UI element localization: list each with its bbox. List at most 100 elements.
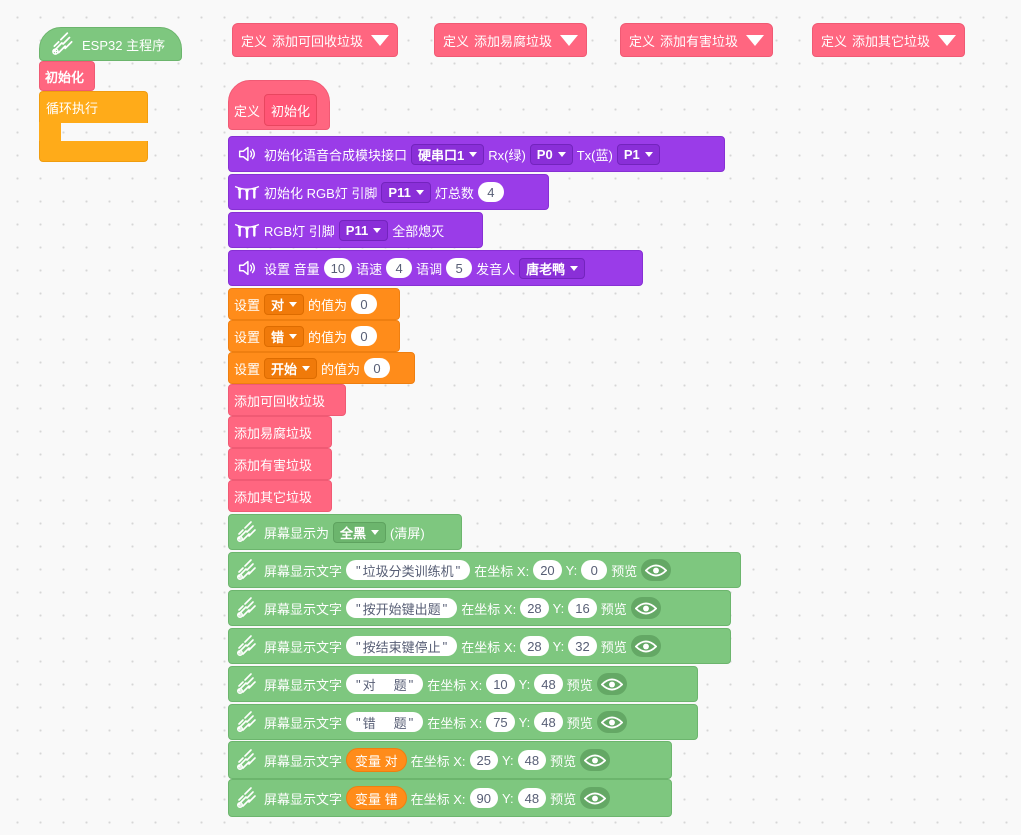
init-define-row[interactable]: 定义 初始化 [229, 92, 329, 128]
init-call-block[interactable]: 初始化 [39, 61, 95, 91]
dropdown-triangle-icon[interactable] [938, 34, 957, 46]
screen-fill-block[interactable]: 屏幕显示为 全黑 (清屏) [228, 514, 462, 550]
var-dropdown[interactable]: 对 [264, 293, 305, 315]
value-input[interactable]: 0 [364, 358, 391, 378]
pin-dropdown[interactable]: P11 [381, 181, 431, 203]
preview-label: 预览 [600, 601, 627, 617]
y-input[interactable]: 48 [517, 788, 547, 808]
y-label: Y: [552, 600, 565, 616]
define-other-block[interactable]: 定义 添加其它垃圾 [812, 23, 966, 57]
screen-text-label: 屏幕显示文字 [264, 753, 343, 769]
speech-settings-block[interactable]: 设置 音量 10 语速 4 语调 5 发音人 唐老鸭 [228, 250, 643, 286]
y-input[interactable]: 48 [517, 750, 547, 770]
text-input[interactable]: "按开始键出题" [346, 598, 458, 618]
define-recyclable-block[interactable]: 定义 添加可回收垃圾 [232, 23, 399, 57]
variable-reporter[interactable]: 变量 错 [346, 786, 407, 810]
y-input[interactable]: 48 [534, 674, 563, 694]
screen-text-block[interactable]: 屏幕显示文字 "垃圾分类训练机" 在坐标 X: 20 Y: 0 预览 [228, 552, 741, 588]
speaker-dropdown[interactable]: 唐老鸭 [519, 257, 586, 279]
text-input[interactable]: "按结束键停止" [346, 636, 458, 656]
x-input[interactable]: 20 [533, 560, 562, 580]
port-dropdown[interactable]: 硬串口1 [411, 143, 485, 165]
rgb-init-block[interactable]: 初始化 RGB灯 引脚 P11 灯总数 4 [228, 174, 549, 210]
define-name-slot[interactable]: 初始化 [264, 94, 318, 126]
call-perishable-block[interactable]: 添加易腐垃圾 [228, 416, 332, 448]
preview-label: 预览 [611, 563, 638, 579]
y-input[interactable]: 48 [534, 712, 563, 732]
text-input[interactable]: "垃圾分类训练机" [346, 560, 471, 580]
define-name: 初始化 [271, 103, 311, 119]
x-label: 在坐标 X: [410, 753, 466, 769]
set-var-block[interactable]: 设置 对 的值为 0 [228, 288, 400, 320]
pin-dropdown[interactable]: P11 [338, 219, 389, 241]
preview-eye-icon[interactable] [580, 787, 611, 809]
loop-block[interactable]: 循环执行 [39, 91, 148, 123]
text-input[interactable]: "对题" [346, 674, 424, 694]
define-hazardous-block[interactable]: 定义 添加有害垃圾 [620, 23, 774, 57]
screen-text-block[interactable]: 屏幕显示文字 "按结束键停止" 在坐标 X: 28 Y: 32 预览 [228, 628, 731, 664]
y-input[interactable]: 0 [581, 560, 608, 580]
preview-eye-icon[interactable] [580, 749, 611, 771]
x-input[interactable]: 75 [486, 712, 515, 732]
rx-dropdown[interactable]: P0 [529, 143, 573, 165]
var-dropdown[interactable]: 错 [264, 325, 305, 347]
value-input[interactable]: 0 [351, 326, 378, 346]
tx-dropdown[interactable]: P1 [616, 143, 660, 165]
var-dropdown[interactable]: 开始 [264, 357, 318, 379]
rgb-off-block[interactable]: RGB灯 引脚 P11 全部熄灭 [228, 212, 483, 248]
preview-label: 预览 [566, 715, 593, 731]
x-input[interactable]: 25 [469, 750, 499, 770]
screen-fill-label: 屏幕显示为 [264, 525, 330, 541]
var-value: 错 [271, 329, 285, 345]
x-input[interactable]: 28 [520, 598, 549, 618]
count-input[interactable]: 4 [477, 182, 504, 202]
rgb-lights-icon [234, 633, 260, 659]
set-label: 设置 [234, 297, 261, 313]
set-var-block[interactable]: 设置 错 的值为 0 [228, 320, 400, 352]
dropdown-triangle-icon[interactable] [560, 34, 579, 46]
preview-eye-icon[interactable] [596, 673, 627, 695]
set-var-block[interactable]: 设置 开始 的值为 0 [228, 352, 415, 384]
y-input[interactable]: 32 [568, 636, 597, 656]
fill-dropdown[interactable]: 全黑 [333, 521, 387, 543]
variable-reporter[interactable]: 变量 对 [346, 748, 407, 772]
call-other-block[interactable]: 添加其它垃圾 [228, 480, 332, 512]
tone-label: 语调 [416, 261, 443, 277]
text-value-right: 题 [393, 715, 407, 731]
tone-input[interactable]: 5 [446, 258, 473, 278]
screen-text-block[interactable]: 屏幕显示文字 "按开始键出题" 在坐标 X: 28 Y: 16 预览 [228, 590, 731, 626]
volume-input[interactable]: 10 [323, 258, 353, 278]
screen-var-block[interactable]: 屏幕显示文字 变量 错 在坐标 X: 90 Y: 48 预览 [228, 779, 672, 817]
preview-eye-icon[interactable] [630, 635, 661, 657]
x-input[interactable]: 28 [520, 636, 549, 656]
speaker-icon [234, 141, 260, 167]
y-label: Y: [518, 676, 531, 692]
caret-down-icon [371, 529, 380, 535]
var-value: 对 [271, 297, 285, 313]
call-label: 添加可回收垃圾 [234, 393, 326, 409]
screen-var-block[interactable]: 屏幕显示文字 变量 对 在坐标 X: 25 Y: 48 预览 [228, 741, 672, 779]
speech-init-block[interactable]: 初始化语音合成模块接口 硬串口1 Rx(绿) P0 Tx(蓝) P1 [228, 136, 725, 172]
x-label: 在坐标 X: [474, 563, 530, 579]
preview-eye-icon[interactable] [596, 711, 627, 733]
dropdown-triangle-icon[interactable] [371, 34, 390, 46]
value-input[interactable]: 0 [351, 294, 378, 314]
call-recyclable-block[interactable]: 添加可回收垃圾 [228, 384, 346, 416]
preview-eye-icon[interactable] [630, 597, 661, 619]
loop-bottom [39, 141, 148, 162]
text-input[interactable]: "错题" [346, 712, 424, 732]
x-input[interactable]: 10 [486, 674, 515, 694]
dropdown-triangle-icon[interactable] [746, 34, 765, 46]
define-perishable-block[interactable]: 定义 添加易腐垃圾 [434, 23, 588, 57]
x-input[interactable]: 90 [469, 788, 499, 808]
speed-input[interactable]: 4 [386, 258, 413, 278]
main-hat-block[interactable]: ESP32 主程序 [39, 27, 182, 61]
speaker-icon [234, 255, 260, 281]
y-input[interactable]: 16 [568, 598, 597, 618]
screen-text-block[interactable]: 屏幕显示文字 "错题" 在坐标 X: 75 Y: 48 预览 [228, 704, 698, 740]
preview-eye-icon[interactable] [641, 559, 672, 581]
screen-text-block[interactable]: 屏幕显示文字 "对题" 在坐标 X: 10 Y: 48 预览 [228, 666, 698, 702]
preview-label: 预览 [550, 753, 577, 769]
call-hazardous-block[interactable]: 添加有害垃圾 [228, 448, 332, 480]
screen-text-label: 屏幕显示文字 [264, 715, 343, 731]
